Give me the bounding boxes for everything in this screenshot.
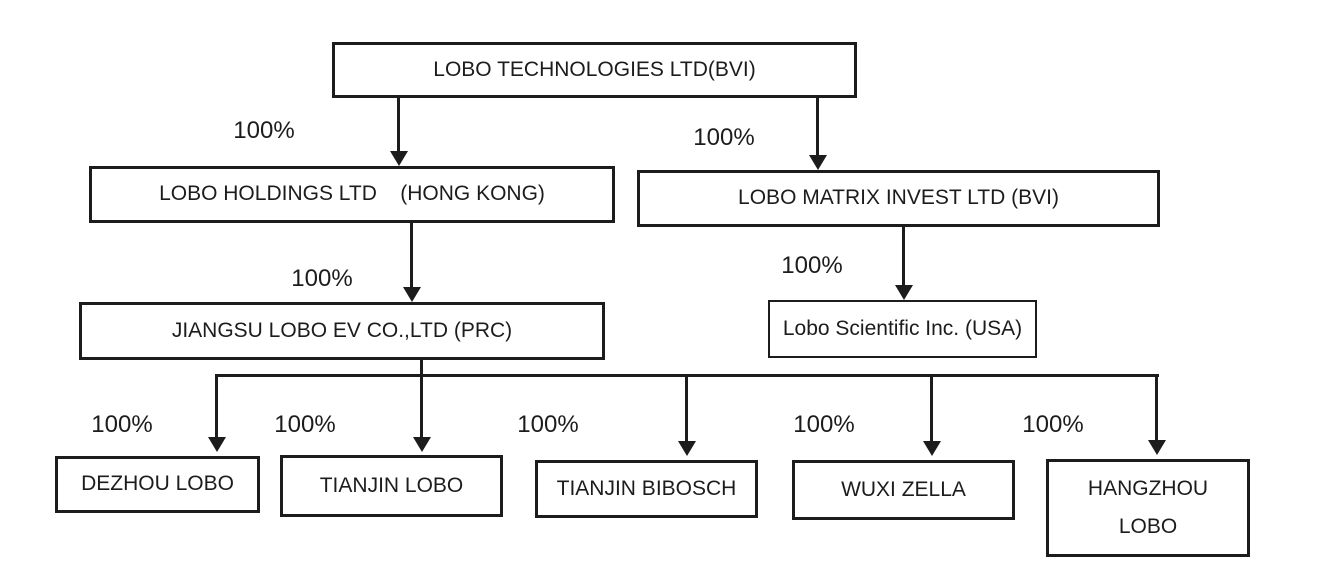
ownership-label: 100% <box>693 124 755 151</box>
edge-jiangsu-tianjin-lobo-arrowhead <box>413 437 431 452</box>
node-tianjin-bibosch: TIANJIN BIBOSCH <box>535 460 758 518</box>
node-jiangsu-lobo-ev: JIANGSU LOBO EV CO.,LTD (PRC) <box>79 302 605 360</box>
edge-tech-holdings-line <box>397 98 400 151</box>
node-lobo-scientific: Lobo Scientific Inc. (USA) <box>768 300 1037 358</box>
edge-jiangsu-dezhou-line <box>215 374 218 437</box>
ownership-label: 100% <box>517 411 579 438</box>
node-label: HANGZHOU <box>1087 477 1209 501</box>
edge-jiangsu-bus-stem <box>420 360 423 377</box>
edge-jiangsu-hangzhou-line <box>1155 374 1158 440</box>
node-hangzhou-lobo: HANGZHOU LOBO <box>1046 459 1250 557</box>
node-wuxi-zella: WUXI ZELLA <box>792 460 1015 520</box>
node-label: Lobo Scientific Inc. (USA) <box>782 316 1023 340</box>
ownership-label: 100% <box>274 411 336 438</box>
node-tianjin-lobo: TIANJIN LOBO <box>280 455 503 517</box>
ownership-label: 100% <box>291 265 353 292</box>
edge-tech-holdings-arrowhead <box>390 151 408 166</box>
edge-tech-matrix-arrowhead <box>809 155 827 170</box>
node-label: TIANJIN LOBO <box>319 473 464 497</box>
ownership-label: 100% <box>91 411 153 438</box>
node-label: JIANGSU LOBO EV CO.,LTD (PRC) <box>171 318 513 342</box>
node-lobo-matrix: LOBO MATRIX INVEST LTD (BVI) <box>637 170 1160 227</box>
node-lobo-holdings: LOBO HOLDINGS LTD (HONG KONG) <box>89 166 615 223</box>
node-label: LOBO MATRIX INVEST LTD (BVI) <box>738 186 1059 210</box>
ownership-label: 100% <box>233 117 295 144</box>
edge-jiangsu-dezhou-arrowhead <box>208 437 226 452</box>
edge-matrix-scientific-arrowhead <box>895 285 913 300</box>
edge-jiangsu-wuxi-arrowhead <box>923 441 941 456</box>
ownership-label: 100% <box>781 252 843 279</box>
node-lobo-technologies: LOBO TECHNOLOGIES LTD(BVI) <box>332 42 857 98</box>
edge-holdings-jiangsu-line <box>410 223 413 287</box>
node-dezhou-lobo: DEZHOU LOBO <box>55 456 260 513</box>
edge-jiangsu-bibosch-line <box>685 374 688 441</box>
ownership-label: 100% <box>1022 411 1084 438</box>
node-label: LOBO <box>1118 514 1178 538</box>
edge-tech-matrix-line <box>816 98 819 155</box>
edge-jiangsu-bibosch-arrowhead <box>678 441 696 456</box>
node-label: WUXI ZELLA <box>841 477 966 501</box>
node-label: LOBO TECHNOLOGIES LTD(BVI) <box>433 57 756 81</box>
ownership-label: 100% <box>793 411 855 438</box>
node-label: DEZHOU LOBO <box>81 472 234 496</box>
node-label: LOBO HOLDINGS LTD (HONG KONG) <box>159 182 545 206</box>
edge-holdings-jiangsu-arrowhead <box>403 287 421 302</box>
edge-jiangsu-wuxi-line <box>930 374 933 441</box>
edge-matrix-scientific-line <box>902 227 905 285</box>
node-label: TIANJIN BIBOSCH <box>556 476 737 500</box>
edge-jiangsu-tianjin-lobo-line <box>420 374 423 437</box>
edge-jiangsu-hangzhou-arrowhead <box>1148 440 1166 455</box>
